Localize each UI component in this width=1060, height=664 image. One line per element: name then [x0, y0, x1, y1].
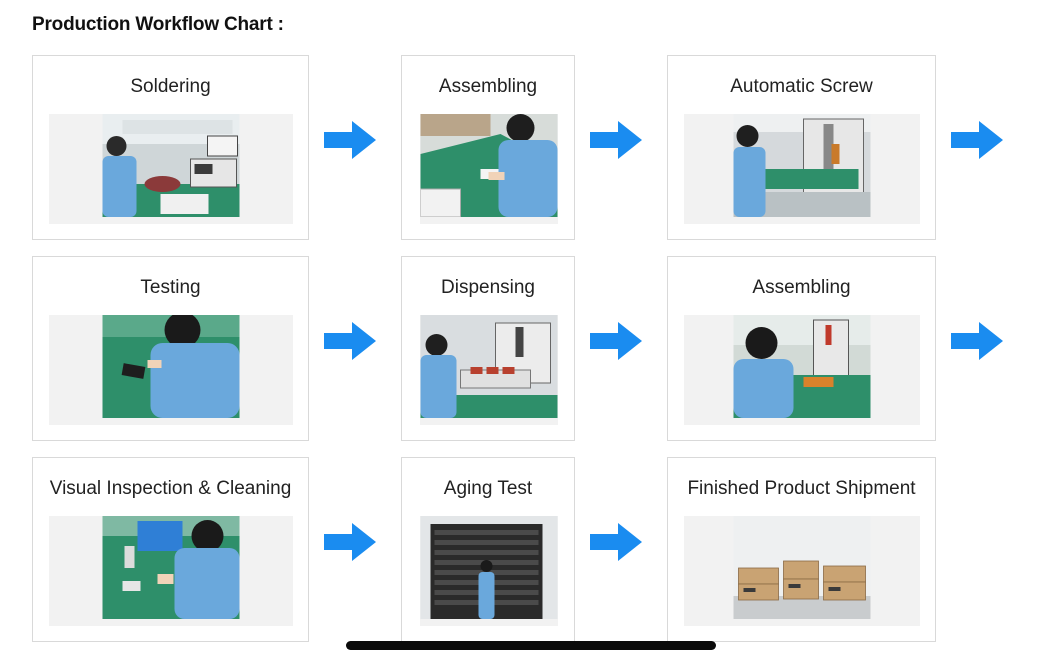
step-card-automatic-screw: Automatic Screw [667, 55, 936, 240]
step-label: Assembling [752, 277, 851, 298]
aging-test-photo [420, 516, 558, 619]
soldering-photo [102, 114, 240, 217]
step-label: Visual Inspection & Cleaning [49, 478, 292, 499]
step-label: Finished Product Shipment [687, 478, 916, 499]
step-label: Testing [140, 277, 201, 298]
arrow-right-icon [951, 121, 1003, 159]
step-label: Soldering [130, 76, 211, 97]
photo-frame [420, 516, 558, 626]
step-card-assembling: Assembling [401, 55, 575, 240]
home-indicator[interactable] [346, 641, 716, 650]
photo-frame [420, 315, 558, 425]
arrow-right-icon [324, 322, 376, 360]
automatic-screw-photo [733, 114, 871, 217]
step-label: Assembling [438, 76, 538, 97]
arrow-right-icon [590, 523, 642, 561]
step-card-testing: Testing [32, 256, 309, 441]
arrow-right-icon [590, 322, 642, 360]
photo-frame [420, 114, 558, 224]
arrow-right-icon [951, 322, 1003, 360]
photo-frame [684, 315, 920, 425]
step-card-aging-test: Aging Test [401, 457, 575, 642]
step-card-soldering: Soldering [32, 55, 309, 240]
finished-product-shipment-photo [733, 516, 871, 619]
photo-frame [684, 114, 920, 224]
photo-frame [49, 516, 293, 626]
step-card-assembling-2: Assembling [667, 256, 936, 441]
step-label: Aging Test [443, 478, 533, 499]
step-label: Dispensing [441, 277, 535, 298]
dispensing-photo [420, 315, 558, 418]
testing-photo [102, 315, 240, 418]
step-card-dispensing: Dispensing [401, 256, 575, 441]
photo-frame [49, 114, 293, 224]
photo-frame [684, 516, 920, 626]
arrow-right-icon [590, 121, 642, 159]
step-card-visual-inspection: Visual Inspection & Cleaning [32, 457, 309, 642]
assembling-photo [420, 114, 558, 217]
step-card-finished-product-shipment: Finished Product Shipment [667, 457, 936, 642]
photo-frame [49, 315, 293, 425]
step-label: Automatic Screw [730, 76, 873, 97]
assembling-2-photo [733, 315, 871, 418]
arrow-right-icon [324, 121, 376, 159]
arrow-right-icon [324, 523, 376, 561]
page-title: Production Workflow Chart : [32, 14, 284, 35]
visual-inspection-photo [102, 516, 240, 619]
